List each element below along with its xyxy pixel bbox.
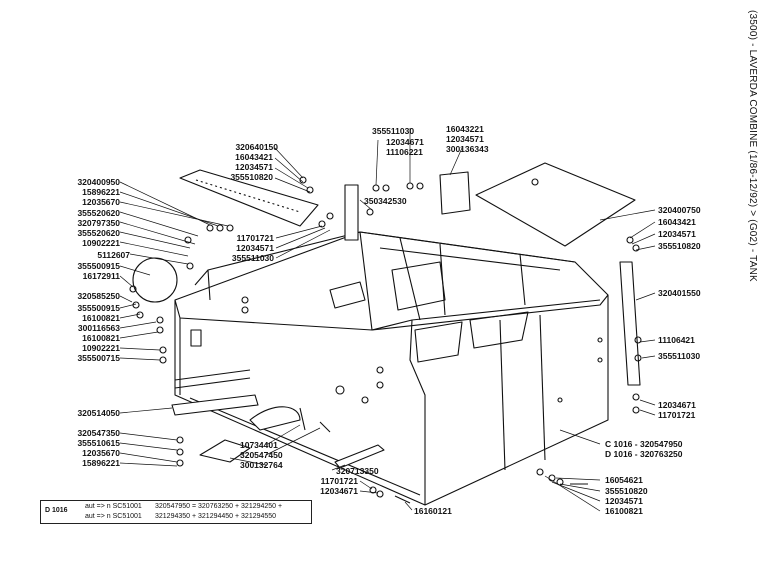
right-bracket: [619, 261, 641, 386]
part-label: 15896221: [82, 458, 120, 468]
part-label: 15896221: [82, 187, 120, 197]
part-label: 320640150: [235, 142, 278, 152]
part-label: 12034571: [236, 243, 274, 253]
part-label: 355510615: [77, 438, 120, 448]
part-label: 12034571: [605, 496, 643, 506]
page-title: (3500) - LAVERDA COMBINE (1/86-12/92) > …: [747, 10, 758, 282]
part-label: 355500915: [77, 261, 120, 271]
part-label: 11701721: [320, 476, 358, 486]
small-plate: [439, 171, 471, 215]
leader-lines: [119, 128, 656, 512]
part-label: 12034671: [320, 486, 358, 496]
hinge-piece: [199, 439, 251, 463]
part-label: 11701721: [658, 410, 696, 420]
part-label: 320514050: [77, 408, 120, 418]
part-label: 16172911: [82, 271, 120, 281]
round-cover: [132, 257, 178, 303]
part-label: 320547450: [240, 450, 283, 460]
part-label: 10902221: [82, 238, 120, 248]
part-label: 300136343: [446, 144, 489, 154]
tank-body: [174, 231, 609, 506]
part-label: 350342530: [364, 196, 407, 206]
part-label: 320713350: [336, 466, 379, 476]
tank-lid-right: [475, 162, 636, 247]
part-label: 12034571: [446, 134, 484, 144]
bottom-strip: [334, 444, 385, 469]
cover-plate-left: [179, 169, 319, 227]
part-label: 5112607: [97, 250, 130, 260]
part-label: 10902221: [82, 343, 120, 353]
part-label: 355510820: [605, 486, 648, 496]
part-label: 12034671: [658, 400, 696, 410]
part-label: 16100821: [82, 333, 120, 343]
part-label: 16043421: [658, 217, 696, 227]
part-label: 16100821: [605, 506, 643, 516]
part-label: 320797350: [77, 218, 120, 228]
part-label: 355500715: [77, 353, 120, 363]
note-row1-from: aut => n SC51001: [85, 503, 142, 510]
part-label: 11106421: [658, 335, 695, 345]
part-label: 16043421: [235, 152, 273, 162]
part-label: 320401550: [658, 288, 701, 298]
note-row2-from: aut => n SC51001: [85, 513, 142, 520]
note-row2-parts: 321294350 + 321294450 + 321294550: [155, 513, 277, 520]
lower-cover: [249, 406, 301, 431]
part-label: 16054621: [605, 475, 643, 485]
part-label: 10734401: [240, 440, 278, 450]
part-label: 355500915: [77, 303, 120, 313]
part-label: 12034571: [235, 162, 273, 172]
part-label: 355511030: [372, 126, 415, 136]
part-label: 16043221: [446, 124, 484, 134]
part-label: 12034571: [658, 229, 696, 239]
part-label: 11106221: [386, 147, 423, 157]
part-label: 320400750: [658, 205, 701, 215]
part-label: 320547350: [77, 428, 120, 438]
variant-label: D 1016 - 320763250: [605, 449, 683, 459]
variant-label: C 1016 - 320547950: [605, 439, 683, 449]
part-label: 300132764: [240, 460, 283, 470]
part-label: 16100821: [82, 313, 120, 323]
note-model: D 1016: [45, 507, 68, 514]
part-label: 300116563: [77, 323, 120, 333]
part-label: 12035670: [82, 448, 120, 458]
part-label: 320585250: [77, 291, 120, 301]
note-row1-parts: 320547950 = 320763250 + 321294250 +: [155, 503, 283, 510]
part-label: 355520620: [77, 228, 120, 238]
part-label: 355511030: [231, 253, 274, 263]
part-label: 355520620: [77, 208, 120, 218]
part-label: 355511030: [658, 351, 701, 361]
part-label: 320400950: [77, 177, 120, 187]
part-label: 11701721: [236, 233, 274, 243]
lower-rails: [171, 369, 259, 416]
center-bracket: [344, 184, 359, 241]
part-label: 12035670: [82, 197, 120, 207]
part-label: 355510820: [230, 172, 273, 182]
part-label: 16160121: [414, 506, 452, 516]
serial-note-box: D 1016 aut => n SC51001 aut => n SC51001…: [40, 500, 312, 524]
part-label: 355510820: [658, 241, 701, 251]
part-label: 12034671: [386, 137, 424, 147]
